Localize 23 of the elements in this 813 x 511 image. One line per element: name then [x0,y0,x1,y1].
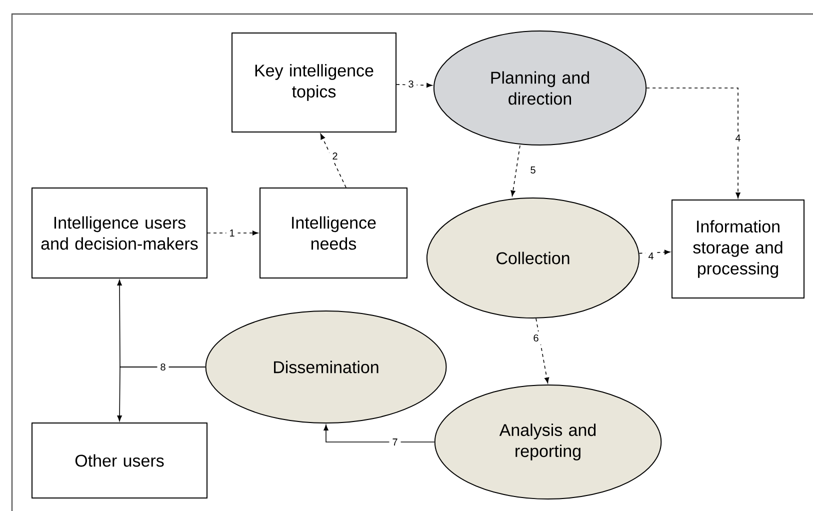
process-box: Intelligence users and decision-makers [32,188,208,278]
arrow [324,424,435,442]
arrow [638,250,670,255]
edge-label: 5 [527,164,539,176]
arrow [117,366,206,422]
edge-label: 7 [389,436,401,448]
process-box: Key intelligence topics [232,32,396,132]
edge-label: 8 [157,360,169,374]
process-box: Other users [32,422,208,498]
arrow [396,82,432,88]
edge-label: 4 [732,132,744,144]
process-box: Information storage and processing [672,200,805,298]
arrow [510,145,520,196]
arrow [646,88,740,198]
edge-label: 6 [530,331,542,345]
edge-label: 1 [226,226,238,240]
arrow [320,134,346,188]
edge-label: 2 [329,150,341,162]
edge-label: 3 [405,77,417,91]
arrow [207,230,258,236]
edge-label: 4 [645,250,657,262]
arrow [536,318,550,384]
process-box: Intelligence needs [260,188,408,278]
